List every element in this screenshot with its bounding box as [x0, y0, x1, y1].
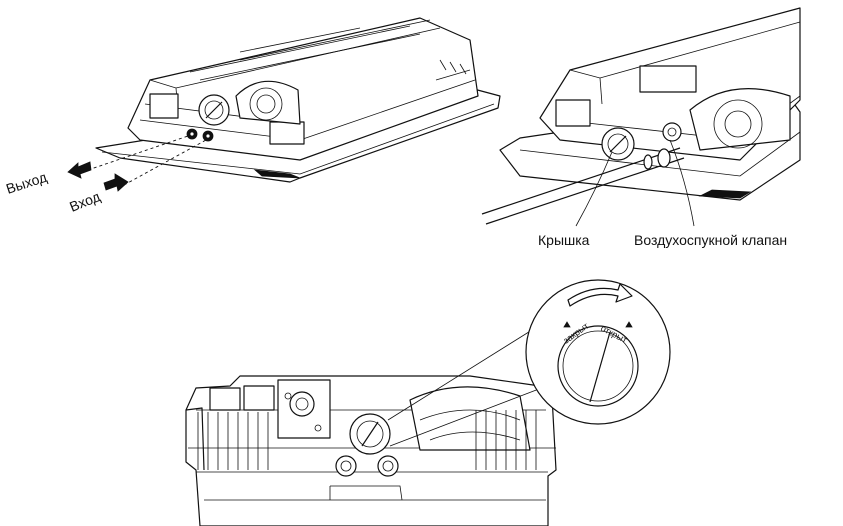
outlet-arrow-icon	[67, 161, 92, 179]
figure-unit-pipe: Крышка Воздухоспукной клапан	[481, 7, 801, 248]
figure-unit-connections: Выход Вход	[4, 17, 501, 215]
air-vent-part	[662, 122, 682, 142]
outlet-label: Выход	[4, 169, 49, 197]
inlet-arrow-icon	[103, 173, 129, 192]
rotate-arrow-icon	[567, 283, 633, 307]
cap-label: Крышка	[538, 232, 590, 248]
figure-front-view-dial: закрыт открыт	[185, 279, 671, 526]
air-vent-label: Воздухоспукной клапан	[634, 232, 787, 248]
inlet-label: Вход	[67, 188, 102, 215]
